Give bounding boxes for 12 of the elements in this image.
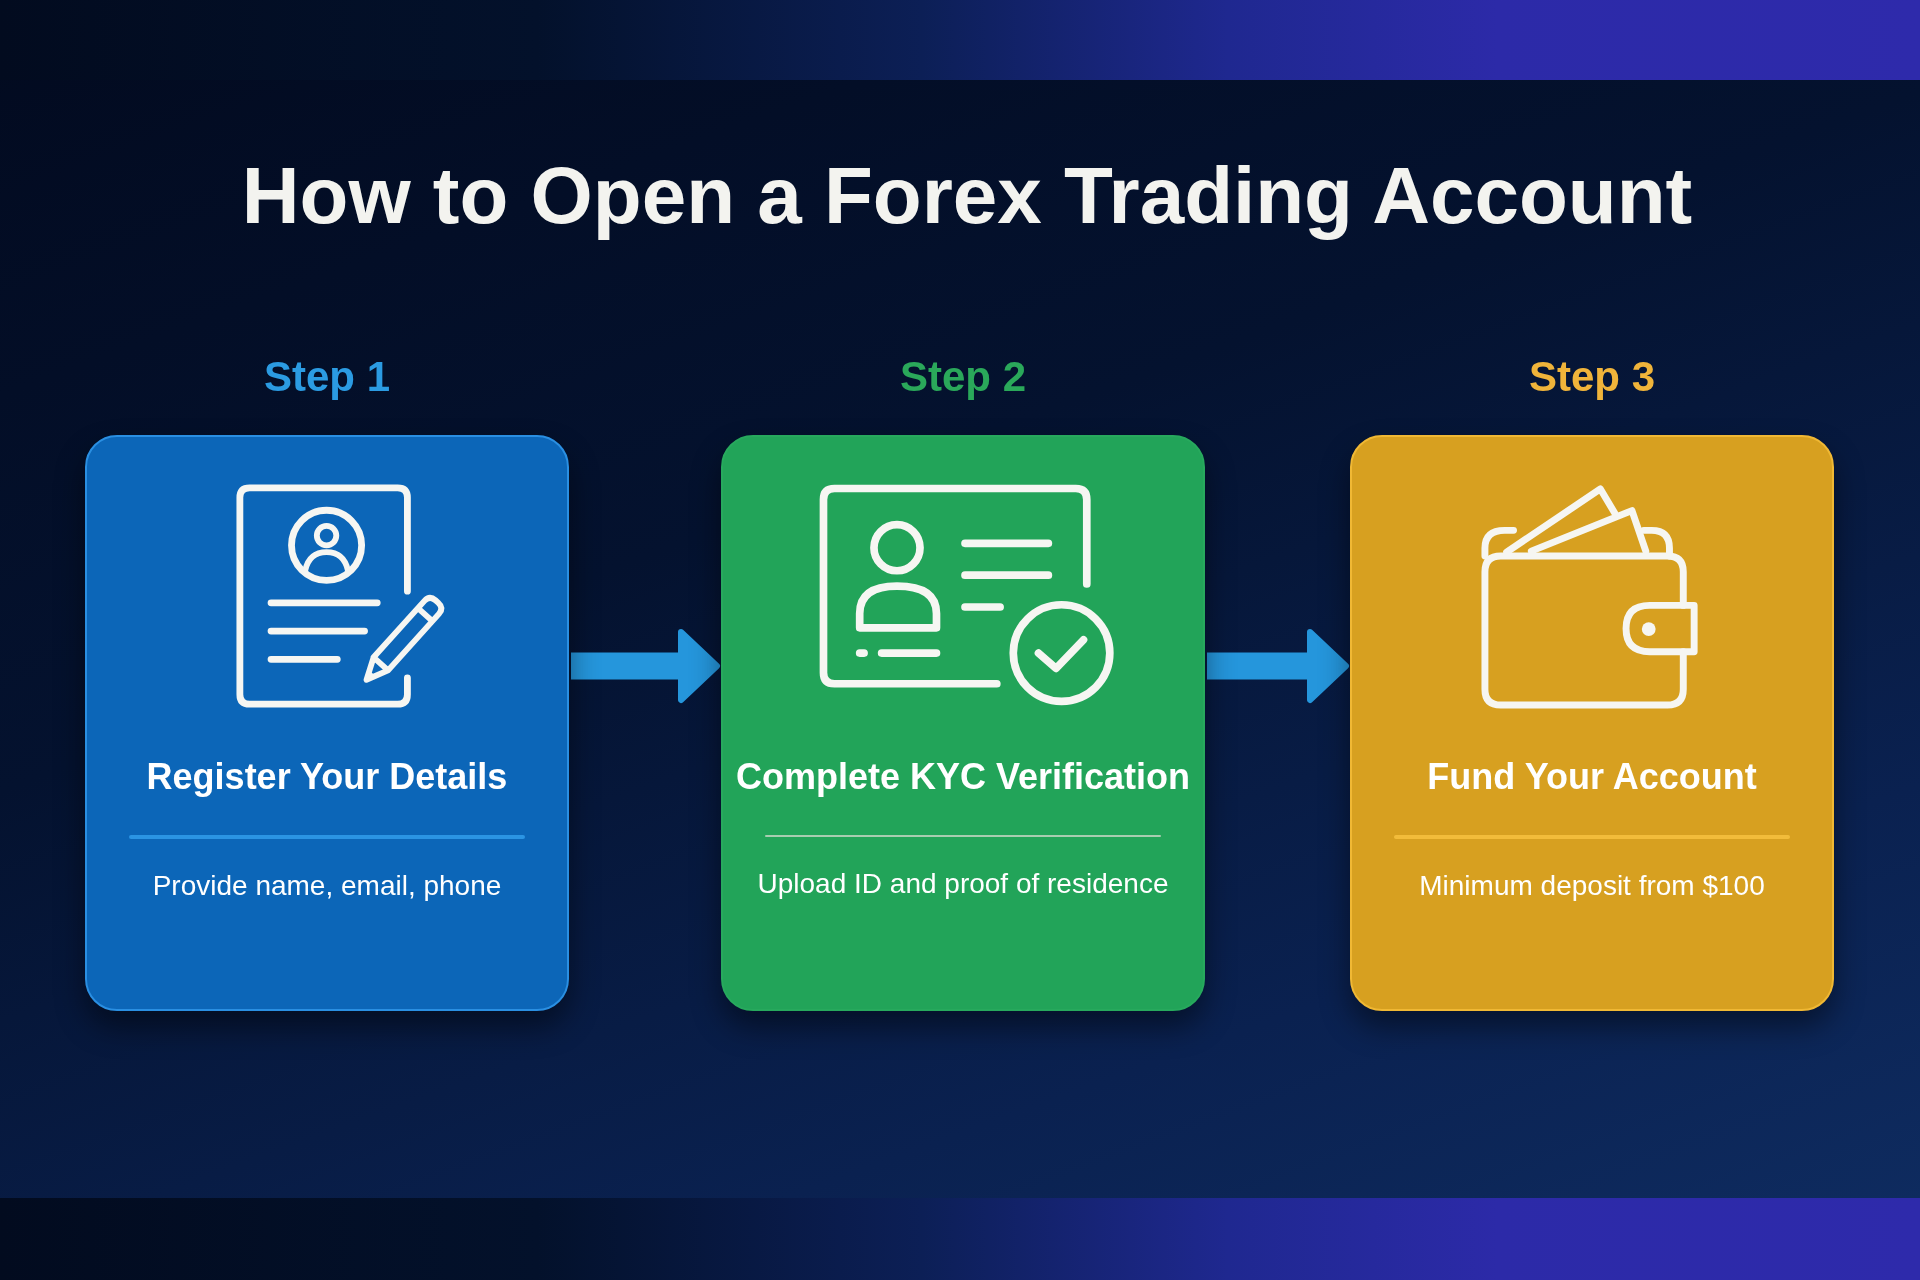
step-label: Step 3 [1528, 352, 1655, 402]
step-description: Upload ID and proof of residence [757, 867, 1169, 901]
arrow [1207, 629, 1349, 703]
step-heading: Register Your Details [146, 755, 508, 799]
step-heading: Complete KYC Verification [735, 755, 1191, 799]
step-label: Step 2 [899, 352, 1026, 402]
arrow [571, 629, 720, 703]
step-description: Minimum deposit from $100 [1419, 869, 1765, 903]
step-heading: Fund Your Account [1427, 755, 1757, 799]
title: How to Open a Forex Trading Account [241, 150, 1693, 242]
step-label: Step 1 [263, 352, 390, 402]
step-description: Provide name, email, phone [152, 869, 502, 903]
